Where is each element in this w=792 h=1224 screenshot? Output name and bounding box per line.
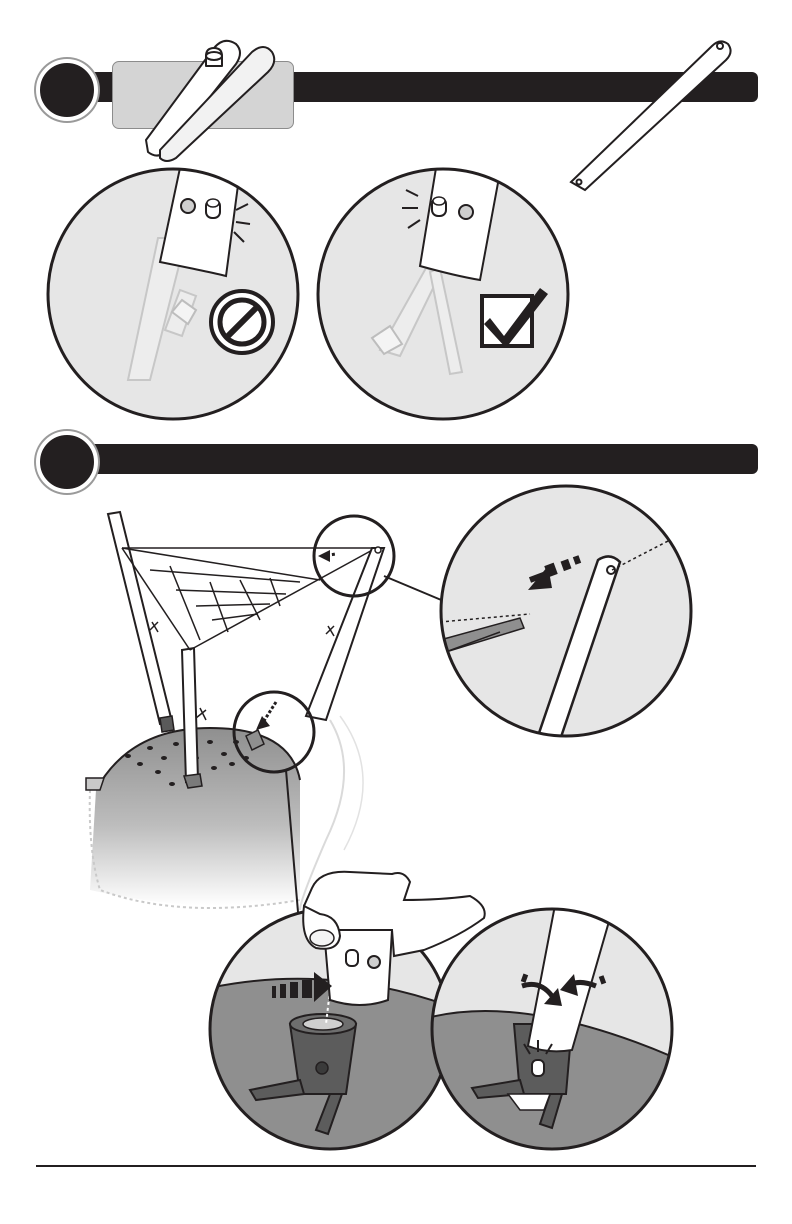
footer-divider [36,1165,756,1167]
support-pole-part [571,41,731,190]
zoom-detail-pole-tip [440,486,691,740]
spring-clip-part [146,41,274,161]
detail-twist-lock [420,900,680,1160]
incorrect-detail-view [48,168,298,419]
shade-assembly-overview [86,512,384,908]
correct-detail-view [318,168,568,419]
prohibited-icon [211,291,273,353]
